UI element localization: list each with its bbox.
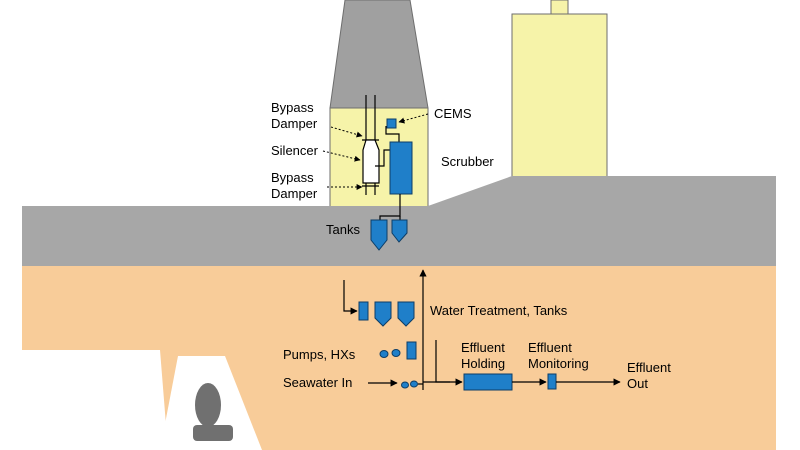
deck-tank-2 bbox=[391, 219, 408, 243]
pump-1 bbox=[379, 350, 389, 358]
superstructure-stack bbox=[550, 0, 569, 15]
treatment-tank-1 bbox=[374, 301, 392, 327]
silencer bbox=[362, 139, 380, 184]
funnel-top bbox=[329, 0, 429, 109]
cems-sensor bbox=[386, 118, 397, 129]
bypass-damper-top-arrow bbox=[330, 126, 363, 138]
treatment-filter bbox=[358, 301, 369, 321]
cems-label: CEMS bbox=[434, 106, 472, 121]
seawater-in-label: Seawater In bbox=[283, 375, 352, 390]
water-treatment-label: Water Treatment, Tanks bbox=[430, 303, 568, 318]
scrubber-inlet-pipe bbox=[375, 149, 390, 167]
effluent-holding-tank bbox=[463, 373, 513, 391]
cems-arrow bbox=[398, 113, 429, 124]
stern-wedge bbox=[92, 352, 160, 415]
pumps-label: Pumps, HXs bbox=[283, 347, 356, 362]
scrubber-label: Scrubber bbox=[441, 154, 494, 169]
seawater-pump-1 bbox=[401, 381, 409, 389]
scrubber bbox=[389, 141, 413, 195]
treatment-tank-2 bbox=[397, 301, 415, 327]
silencer-label: Silencer bbox=[271, 143, 319, 158]
water-treatment-feed bbox=[343, 280, 358, 315]
seawater-pump-2 bbox=[410, 380, 418, 388]
tanks-label: Tanks bbox=[326, 222, 360, 237]
tank-feed-pipe bbox=[379, 194, 401, 220]
pump-2 bbox=[391, 349, 401, 357]
superstructure bbox=[511, 13, 608, 178]
propeller bbox=[195, 383, 221, 427]
propeller-shaft bbox=[193, 425, 233, 441]
heat-exchanger bbox=[406, 341, 417, 360]
scrubber-outlet-pipe bbox=[385, 126, 400, 142]
effluent-monitor bbox=[547, 373, 557, 390]
deck-tank-1 bbox=[370, 219, 388, 251]
